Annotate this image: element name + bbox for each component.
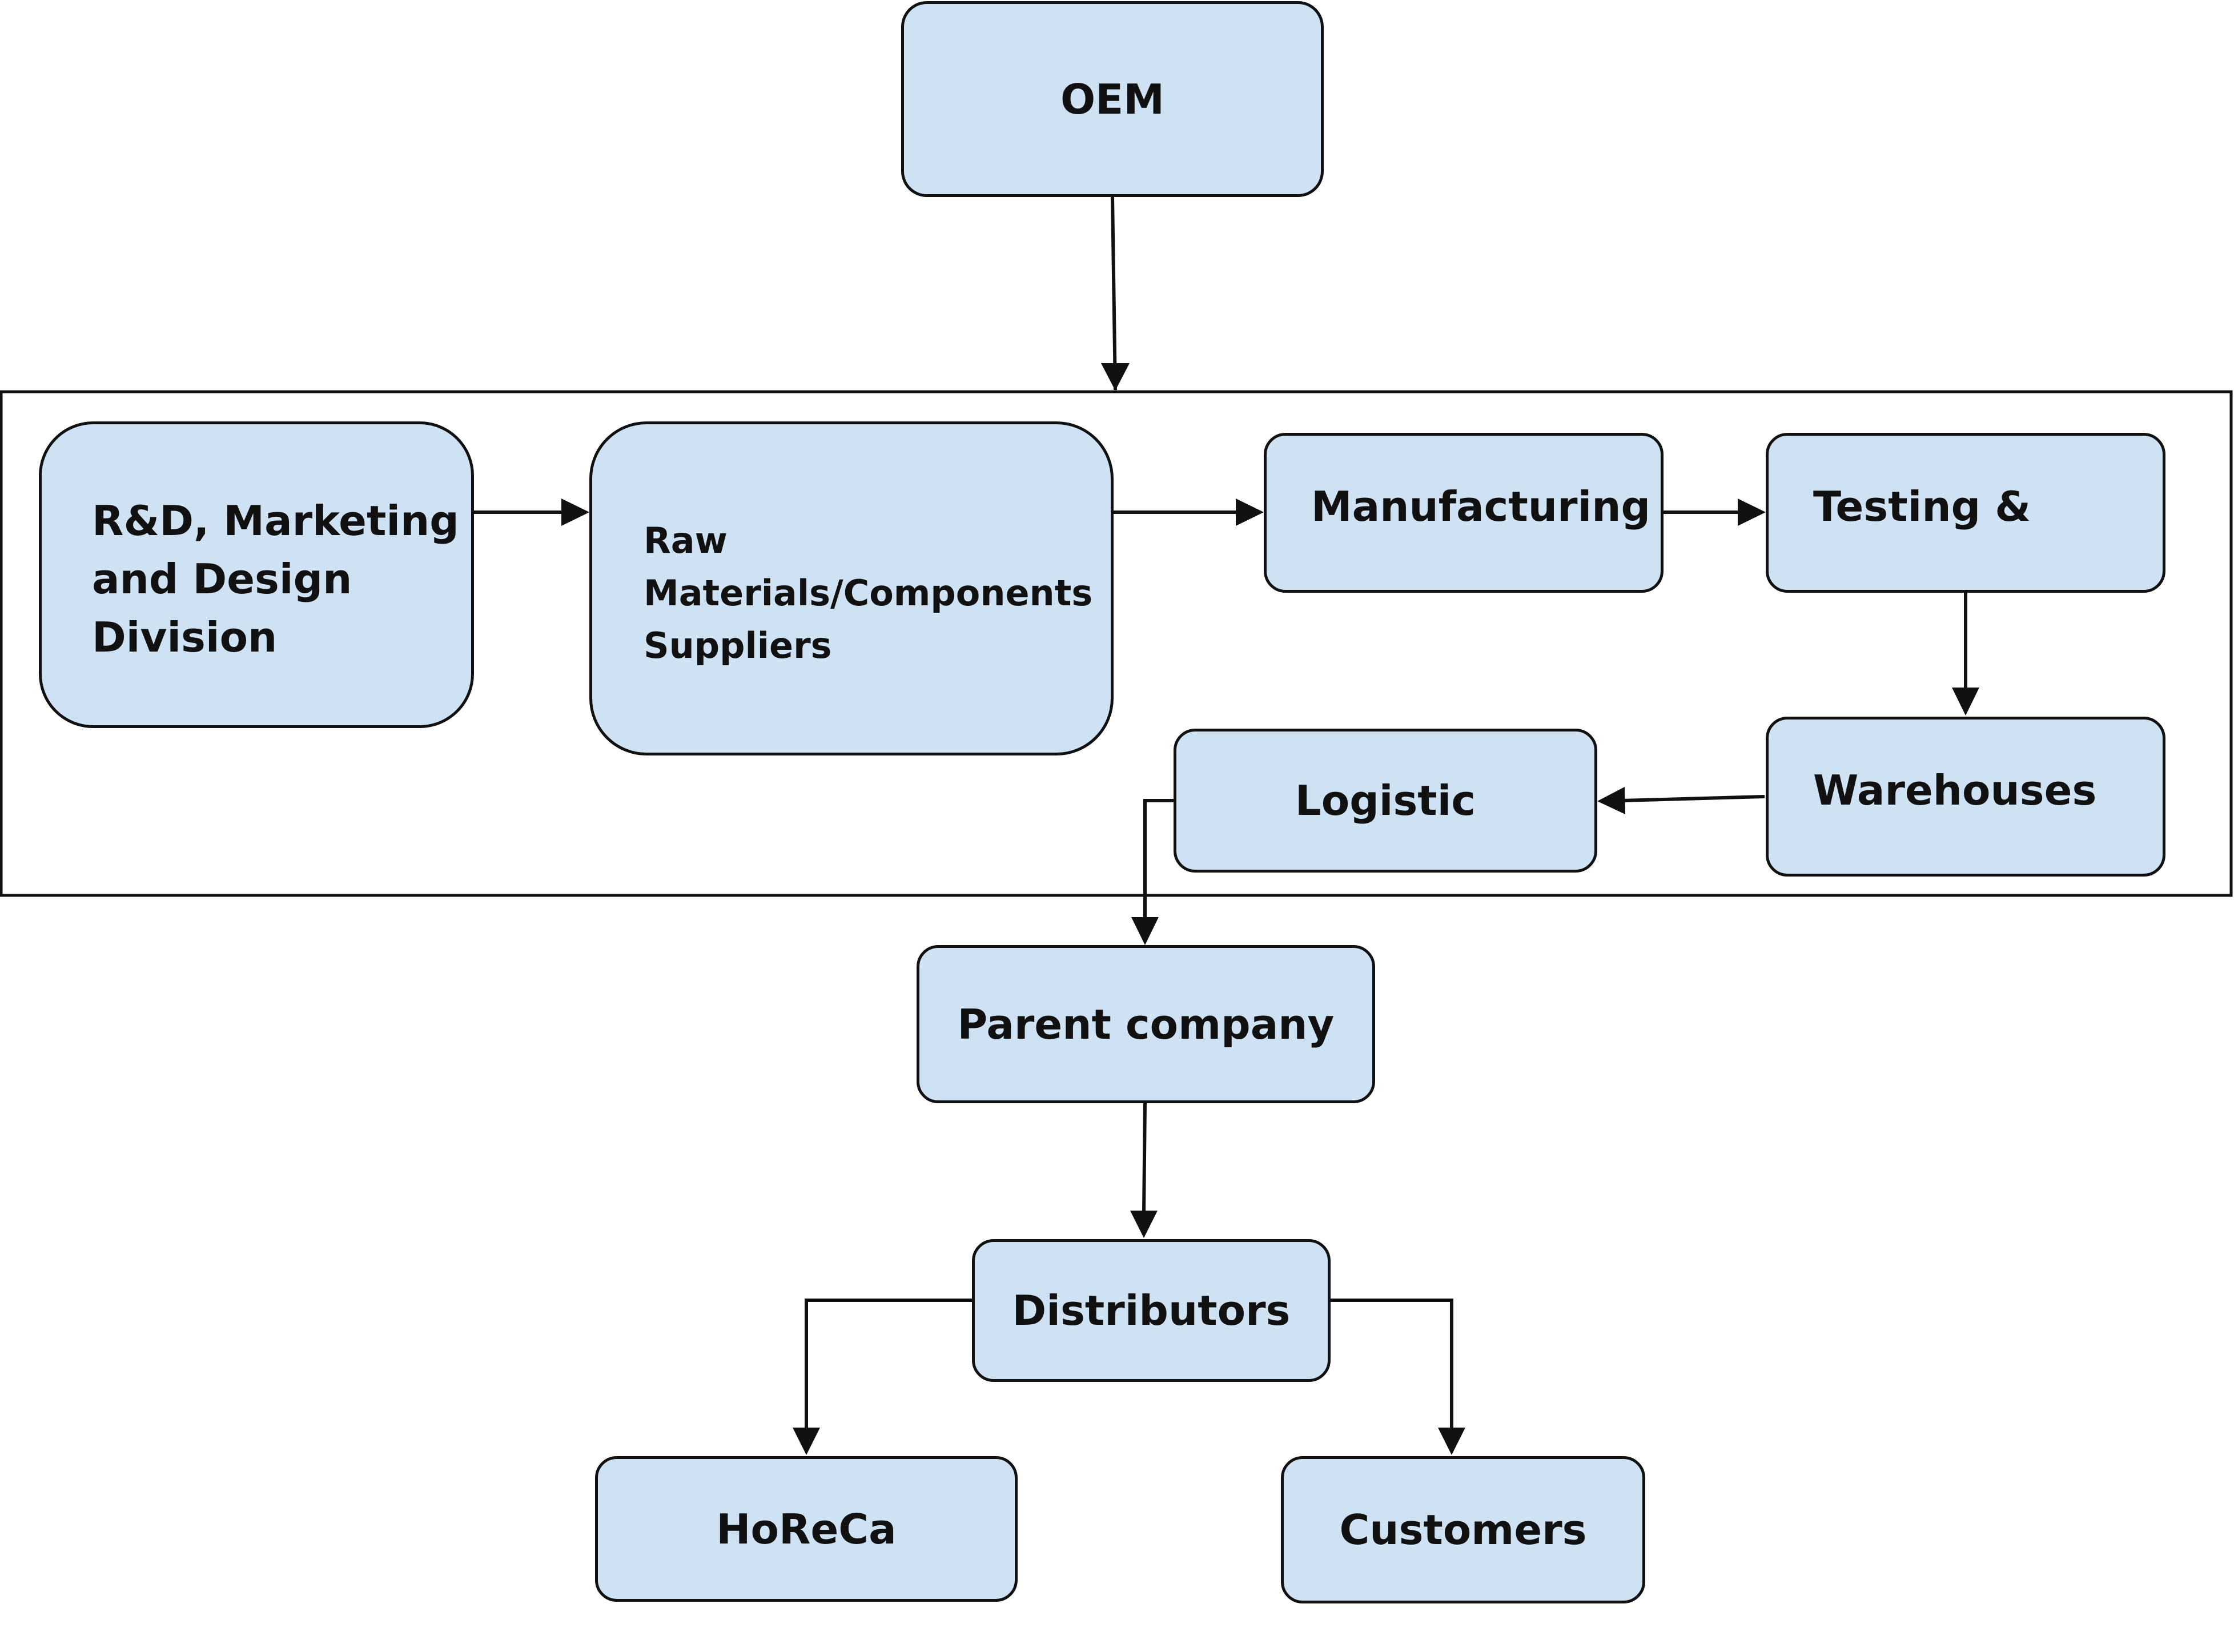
node-testing: Testing & (1766, 433, 2165, 593)
node-rnd-line-1: R&D, Marketing (92, 497, 459, 545)
node-manufacturing-label: Manufacturing (1311, 483, 1650, 530)
arrowhead-warehouses-to-logistic (1597, 787, 1625, 814)
internal-process-frame (0, 390, 2233, 897)
arrow-parent-to-distributors (1142, 1102, 1147, 1214)
node-raw-line-3: Suppliers (644, 625, 832, 666)
node-distributors-label: Distributors (1012, 1287, 1291, 1335)
node-customers-label: Customers (1339, 1506, 1587, 1554)
arrowhead-testing-to-warehouses (1952, 688, 1979, 716)
arrowhead-raw-to-manufacturing (1236, 499, 1264, 526)
node-rnd-line-2: and Design (92, 555, 352, 603)
arrow-oem-to-frame (1111, 196, 1117, 391)
arrowhead-logistic-to-parent (1131, 917, 1159, 945)
node-customers: Customers (1281, 1456, 1645, 1603)
node-horeca: HoReCa (595, 1456, 1018, 1602)
node-distributors: Distributors (972, 1239, 1331, 1382)
node-raw-line-2: Materials/Components (644, 572, 1093, 614)
node-rnd-line-3: Division (92, 613, 278, 661)
node-oem: OEM (901, 1, 1324, 197)
arrowhead-oem-to-frame (1101, 363, 1130, 391)
node-horeca-label: HoReCa (716, 1505, 897, 1553)
arrowhead-manufacturing-to-testing (1738, 499, 1766, 526)
node-raw-materials-suppliers: Raw Materials/Components Suppliers (589, 421, 1114, 755)
node-logistic: Logistic (1174, 729, 1597, 873)
node-rnd-marketing-design: R&D, Marketing and Design Division (39, 421, 474, 728)
arrowhead-rnd-to-raw (561, 499, 589, 526)
node-raw-line-1: Raw (644, 520, 728, 561)
node-warehouses: Warehouses (1766, 717, 2165, 877)
arrowhead-distributors-to-horeca (793, 1428, 820, 1455)
arrow-warehouses-to-logistic (1621, 795, 1765, 802)
arrow-distributors-to-customers (1313, 1299, 1453, 1430)
arrow-logistic-to-parent (1143, 799, 1174, 921)
node-logistic-label: Logistic (1295, 777, 1476, 825)
node-parent-company-label: Parent company (957, 1000, 1335, 1048)
node-warehouses-label: Warehouses (1813, 766, 2097, 814)
arrow-distributors-to-horeca (805, 1299, 972, 1430)
arrowhead-distributors-to-customers (1438, 1428, 1465, 1455)
arrowhead-parent-to-distributors (1130, 1211, 1158, 1238)
node-oem-label: OEM (1060, 75, 1165, 123)
node-parent-company: Parent company (917, 945, 1375, 1103)
node-testing-label: Testing & (1813, 483, 2031, 530)
node-manufacturing: Manufacturing (1264, 433, 1664, 593)
